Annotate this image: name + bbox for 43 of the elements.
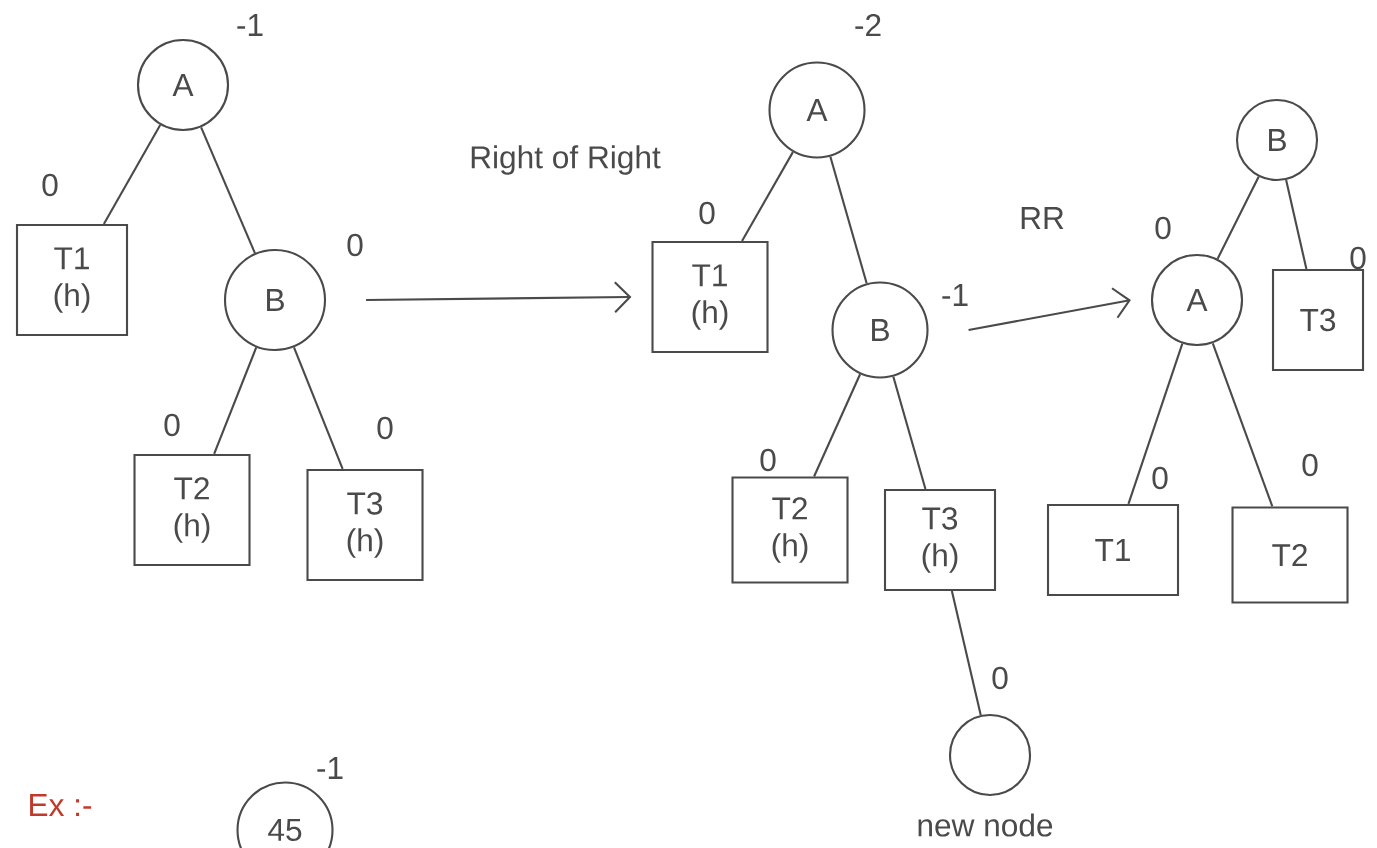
tree-edge [200, 126, 256, 254]
balance-factor: 0 [42, 173, 58, 197]
tree-edge [829, 156, 868, 284]
arrow [366, 281, 632, 313]
tree-edge [102, 124, 162, 225]
subtree-box: T3 (h) [306, 468, 424, 582]
balance-factor: 0 [347, 233, 363, 257]
tree-edge [1211, 342, 1274, 507]
balance-factor: 0 [1152, 466, 1168, 490]
tree-edge [892, 376, 927, 490]
balance-factor: 0 [377, 416, 393, 440]
balance-factor: -1 [237, 14, 263, 36]
subtree-box: T2 [1231, 506, 1349, 604]
node-caption: new node [918, 813, 1053, 837]
balance-factor: 0 [164, 413, 180, 437]
subtree-box: T2 (h) [133, 453, 251, 567]
balance-factor: 0 [1302, 453, 1318, 477]
tree-edge [1127, 343, 1184, 505]
balance-factor: -1 [317, 757, 343, 779]
balance-factor: 0 [1155, 216, 1171, 240]
tree-edge [741, 151, 794, 242]
tree-edge [813, 373, 862, 477]
tree-edge [950, 590, 982, 716]
subtree-box: T2 (h) [731, 476, 849, 584]
empty-node-circle [948, 713, 1032, 797]
balance-factor: -1 [942, 284, 968, 306]
edge-label: Right of Right [465, 141, 665, 179]
balance-factor: -2 [855, 13, 881, 37]
balance-factor: 0 [1350, 246, 1366, 270]
arrow [968, 287, 1131, 332]
tree-edge [1216, 176, 1260, 260]
subtree-box: T3 (h) [883, 488, 997, 592]
tree-edge [293, 347, 344, 470]
subtree-box: T1 (h) [651, 240, 769, 354]
balance-factor: 0 [699, 201, 715, 225]
balance-factor: 0 [992, 666, 1008, 690]
subtree-box: T1 (h) [15, 223, 129, 337]
tree-edge [213, 347, 258, 455]
subtree-box: T3 [1271, 268, 1365, 372]
note-text: Ex :- [30, 794, 92, 816]
tree-edge [1285, 179, 1308, 270]
balance-factor: 0 [760, 448, 776, 472]
subtree-box: T1 [1046, 503, 1180, 597]
